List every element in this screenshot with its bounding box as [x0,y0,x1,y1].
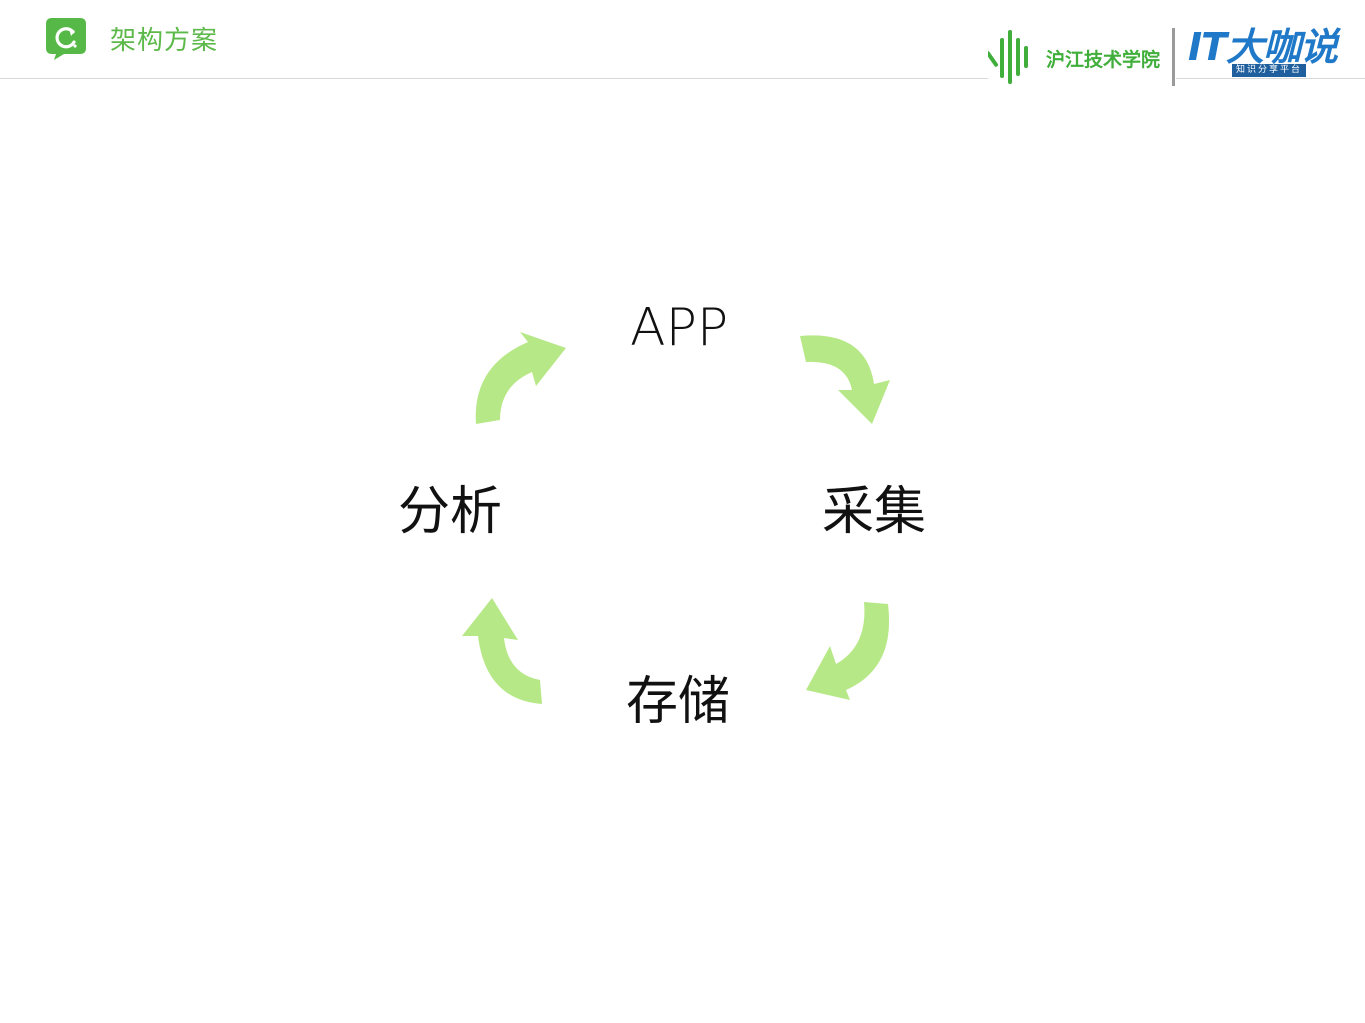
refresh-chat-icon [46,18,86,60]
header-divider [0,78,988,79]
soundwave-logo-icon [988,30,1028,84]
curved-arrow-icon [462,598,542,704]
brand-divider [1172,28,1175,86]
cycle-node-store: 存储 [626,672,731,732]
brand-it-tagline: 知识分享平台 [1232,64,1307,77]
cycle-node-app: APP [630,298,729,358]
brand-hujiang-name: 沪江技术学院 [1046,49,1161,71]
curved-arrow-icon [475,332,566,424]
cycle-node-analyze: 分析 [398,482,503,542]
section-title: 架构方案 [110,26,219,56]
header-divider-right [1176,78,1365,79]
curved-arrow-icon [806,602,890,700]
cycle-node-collect: 采集 [822,482,927,542]
curved-arrow-icon [800,335,890,424]
brand-it-logo: IT大咖说 [1188,25,1338,69]
